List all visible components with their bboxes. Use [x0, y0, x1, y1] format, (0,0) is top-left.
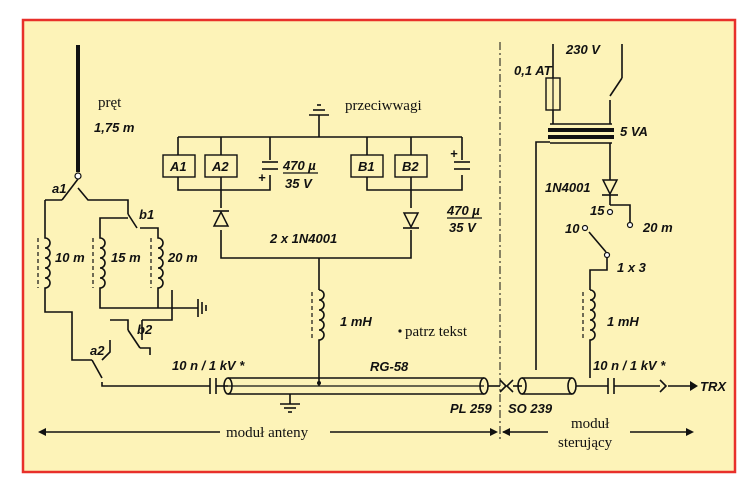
rod-label: pręt	[98, 95, 122, 111]
relay-bus-wiring	[177, 136, 463, 290]
a1-label: a1	[52, 181, 66, 196]
coil-bottom-wiring	[44, 290, 207, 361]
switch-b2	[110, 319, 151, 355]
diode-left	[212, 210, 230, 227]
figure-border	[21, 18, 737, 474]
control-module-arrow	[502, 428, 694, 436]
cap-left-value: 470 µ	[282, 158, 316, 173]
see-text-note: patrz tekst	[405, 324, 468, 340]
switch-a2	[91, 340, 210, 387]
relay-b1	[350, 154, 384, 178]
coil-10m	[37, 232, 51, 300]
cap-right-value: 470 µ	[446, 203, 480, 218]
electrolytic-capacitor-left: +	[258, 161, 278, 185]
a2-label: a2	[90, 343, 105, 358]
switch-pos-15: 15	[590, 203, 605, 218]
coil-20m	[150, 232, 164, 300]
coupling-cap-right-label: 10 n / 1 kV *	[593, 358, 666, 373]
diode-right-label: 1N4001	[545, 180, 591, 195]
b2-label: b2	[137, 322, 153, 337]
coupling-capacitor-left	[209, 378, 228, 394]
switch-label: 1 x 3	[617, 260, 647, 275]
relay-b2-label: B2	[402, 159, 419, 174]
choke-left-label: 1 mH	[340, 314, 372, 329]
trx-label: TRX	[700, 379, 727, 394]
svg-text:+: +	[450, 146, 458, 161]
relay-b1-label: B1	[358, 159, 375, 174]
rod-length-label: 1,75 m	[94, 120, 135, 135]
control-coax-short	[517, 377, 608, 395]
diodes-label: 2 x 1N4001	[269, 231, 337, 246]
coupling-cap-left-label: 10 n / 1 kV *	[172, 358, 245, 373]
cap-left-volt: 35 V	[285, 176, 313, 191]
diode-rectifier	[601, 179, 619, 205]
transformer	[548, 123, 614, 180]
relay-a1-label: A1	[169, 159, 187, 174]
pl259-label: PL 259	[450, 401, 492, 416]
coil-10m-label: 10 m	[55, 250, 85, 265]
choke-right	[582, 289, 596, 378]
cap-right-volt: 35 V	[449, 220, 477, 235]
coil-15m	[92, 232, 106, 300]
svg-text:+: +	[258, 170, 266, 185]
diode-right	[402, 212, 420, 229]
relay-a2	[204, 154, 238, 178]
antenna-module-label: moduł anteny	[226, 425, 309, 441]
coax-label: RG-58	[370, 359, 409, 374]
relay-b2	[394, 154, 428, 178]
relay-a1	[162, 154, 196, 178]
so239-label: SO 239	[508, 401, 553, 416]
control-module-label-1: moduł	[571, 416, 610, 432]
choke-right-label: 1 mH	[607, 314, 639, 329]
selector-switch	[581, 204, 634, 290]
coil-15m-label: 15 m	[111, 250, 141, 265]
choke-left	[311, 289, 325, 382]
antenna-module-arrow	[38, 428, 498, 436]
switch-b1	[99, 213, 159, 232]
mains-label: 230 V	[565, 42, 601, 57]
fuse-label: 0,1 AT	[514, 63, 553, 78]
switch-a1	[44, 178, 129, 232]
electrolytic-capacitor-right: +	[450, 146, 470, 170]
coupling-capacitor-right	[607, 378, 698, 394]
mains-wiring	[535, 44, 623, 370]
switch-pos-20m: 20 m	[642, 220, 673, 235]
b1-label: b1	[139, 207, 154, 222]
relay-a2-label: A2	[211, 159, 229, 174]
switch-pos-10: 10	[565, 221, 580, 236]
control-module-label-2: sterujący	[558, 435, 613, 451]
coax-rg58	[223, 377, 489, 413]
counterpoise-label: przeciwwagi	[345, 98, 422, 114]
counterpoise-ground	[309, 104, 329, 137]
transformer-label: 5 VA	[620, 124, 648, 139]
coil-20m-label: 20 m	[167, 250, 198, 265]
